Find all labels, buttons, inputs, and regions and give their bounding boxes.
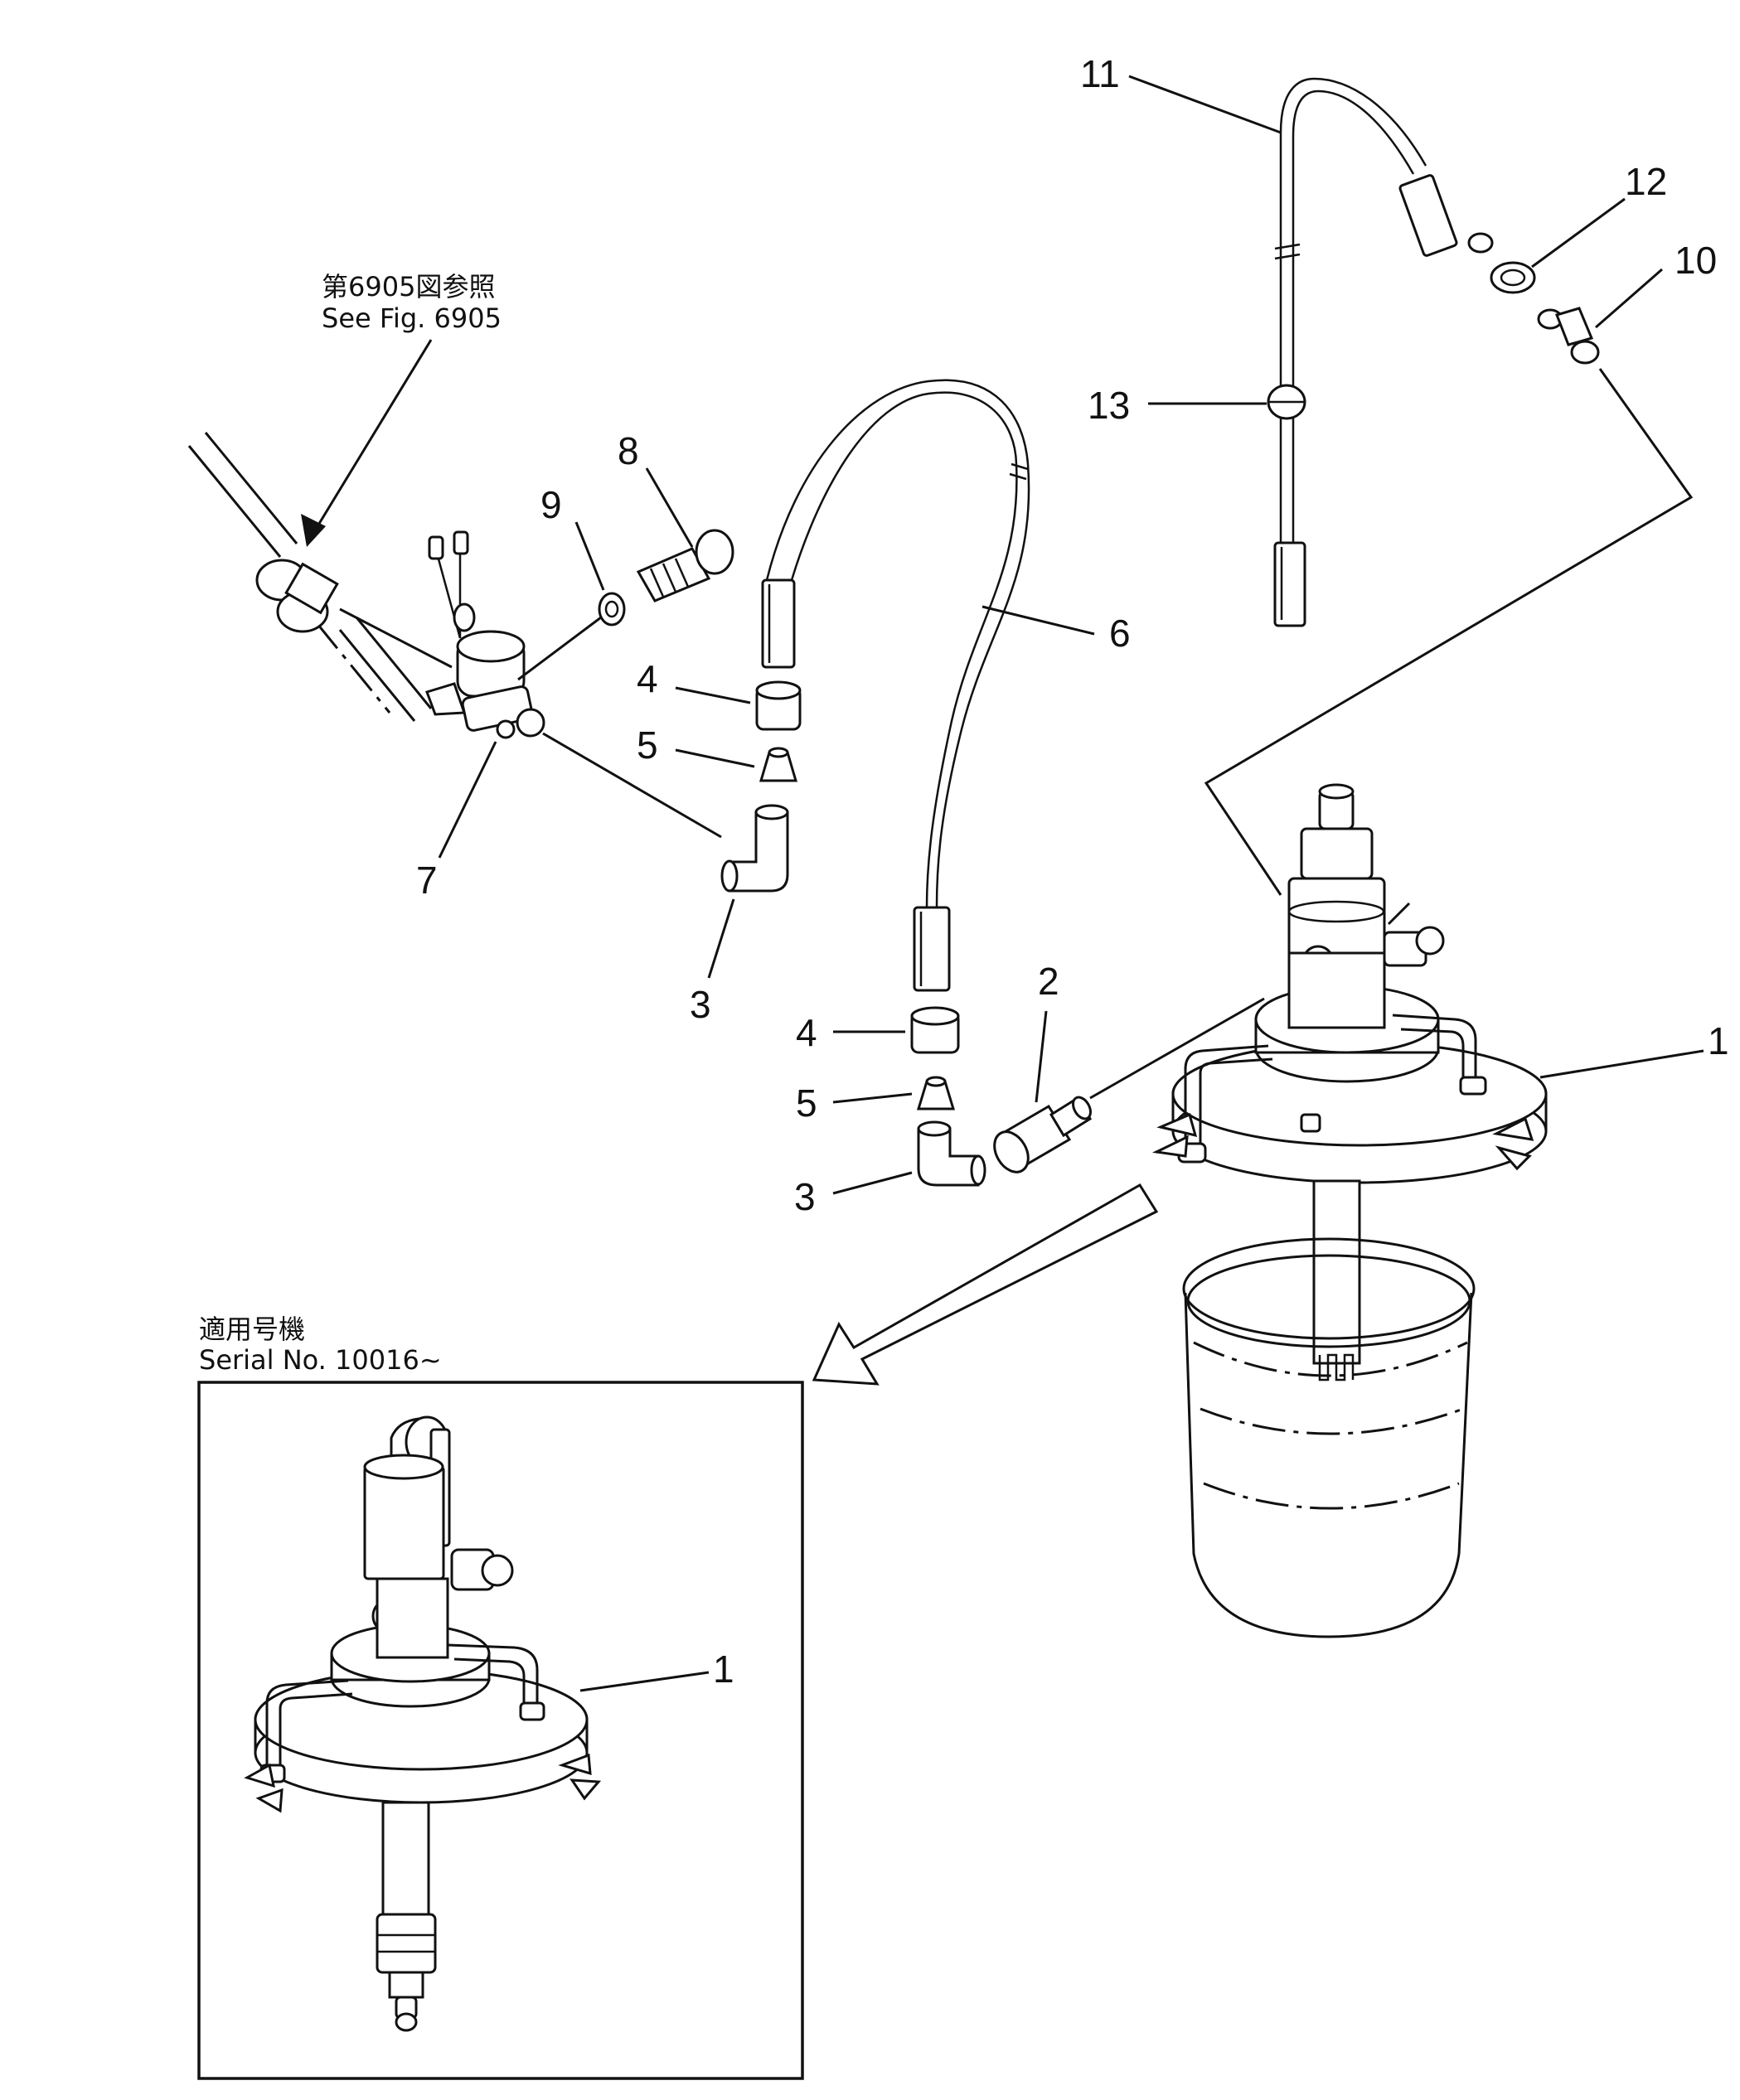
hose-11-lower-end: [1273, 541, 1306, 627]
nut-4-upper: [755, 680, 802, 731]
grease-pump-1-inset: [244, 1415, 602, 2032]
grease-drum: [1182, 1237, 1476, 1638]
sleeve-5-lower: [916, 1076, 956, 1110]
leader-6: [981, 605, 1095, 636]
leader-3-lower: [832, 1171, 913, 1195]
callout-6: 6: [1109, 612, 1131, 655]
callout-3-lower: 3: [794, 1175, 816, 1218]
hose-end-upper: [761, 578, 796, 669]
callout-3-upper: 3: [690, 983, 711, 1026]
leader-5-lower: [832, 1092, 913, 1104]
bolt-8: [636, 529, 734, 602]
callout-10: 10: [1675, 239, 1717, 282]
callout-7: 7: [416, 859, 438, 902]
hose-11: [1274, 77, 1427, 597]
callout-1-inset: 1: [713, 1648, 734, 1691]
leader-11: [1128, 75, 1282, 134]
adapter-to-pump-line: [1089, 997, 1265, 1100]
hose-end-lower: [913, 906, 951, 992]
callout-5-lower: 5: [796, 1081, 817, 1125]
serial-note-jp: 適用号機: [199, 1314, 305, 1345]
elbow-3-lower: [917, 1120, 986, 1187]
nut-4-lower: [910, 1006, 960, 1054]
ref-arrow: [301, 339, 433, 547]
ref-note-en: See Fig. 6905: [322, 302, 502, 334]
grease-pump-1: [1151, 783, 1548, 1381]
callout-4-upper: 4: [637, 657, 658, 700]
callout-1-main: 1: [1708, 1019, 1729, 1062]
elbow-3-upper: [720, 804, 789, 893]
washer-9: [598, 592, 626, 627]
ref-note-jp: 第6905図参照: [322, 271, 495, 302]
hose-6: [765, 379, 1030, 908]
valve-7: [339, 530, 545, 739]
callout-4-lower: 4: [796, 1011, 817, 1054]
callout-12: 12: [1625, 160, 1667, 203]
valve-to-elbow-line: [542, 732, 722, 839]
grommet-13: [1267, 384, 1306, 420]
leader-4-upper: [675, 686, 751, 704]
callout-9: 9: [540, 483, 562, 526]
valve-to-washer-line: [517, 616, 602, 681]
frame-member: [187, 432, 433, 722]
leader-3-upper: [707, 898, 735, 979]
sleeve-5-upper: [759, 747, 798, 782]
hose-11-end: [1398, 174, 1494, 257]
callout-13: 13: [1088, 384, 1130, 427]
connector-10: [1537, 307, 1600, 365]
inset-arrow: [812, 1183, 1159, 1386]
leader-5-upper: [675, 748, 755, 768]
serial-note-en: Serial No. 10016~: [199, 1344, 442, 1376]
leader-8: [645, 467, 694, 548]
leader-9: [574, 521, 605, 591]
callout-8: 8: [618, 429, 639, 472]
leader-2: [1035, 1010, 1048, 1103]
callout-5-upper: 5: [637, 723, 658, 767]
inset-box: [197, 1381, 804, 2080]
leader-10: [1595, 268, 1663, 329]
clamp-12: [1490, 261, 1536, 294]
callout-2: 2: [1038, 960, 1059, 1003]
leader-1-main: [1539, 1049, 1704, 1079]
adapter-2: [993, 1096, 1093, 1173]
route-line-10-to-pump: [1204, 368, 1694, 896]
leader-1-inset: [579, 1671, 710, 1692]
leader-7: [438, 741, 497, 859]
callout-11: 11: [1080, 52, 1120, 95]
leader-12: [1531, 197, 1626, 269]
